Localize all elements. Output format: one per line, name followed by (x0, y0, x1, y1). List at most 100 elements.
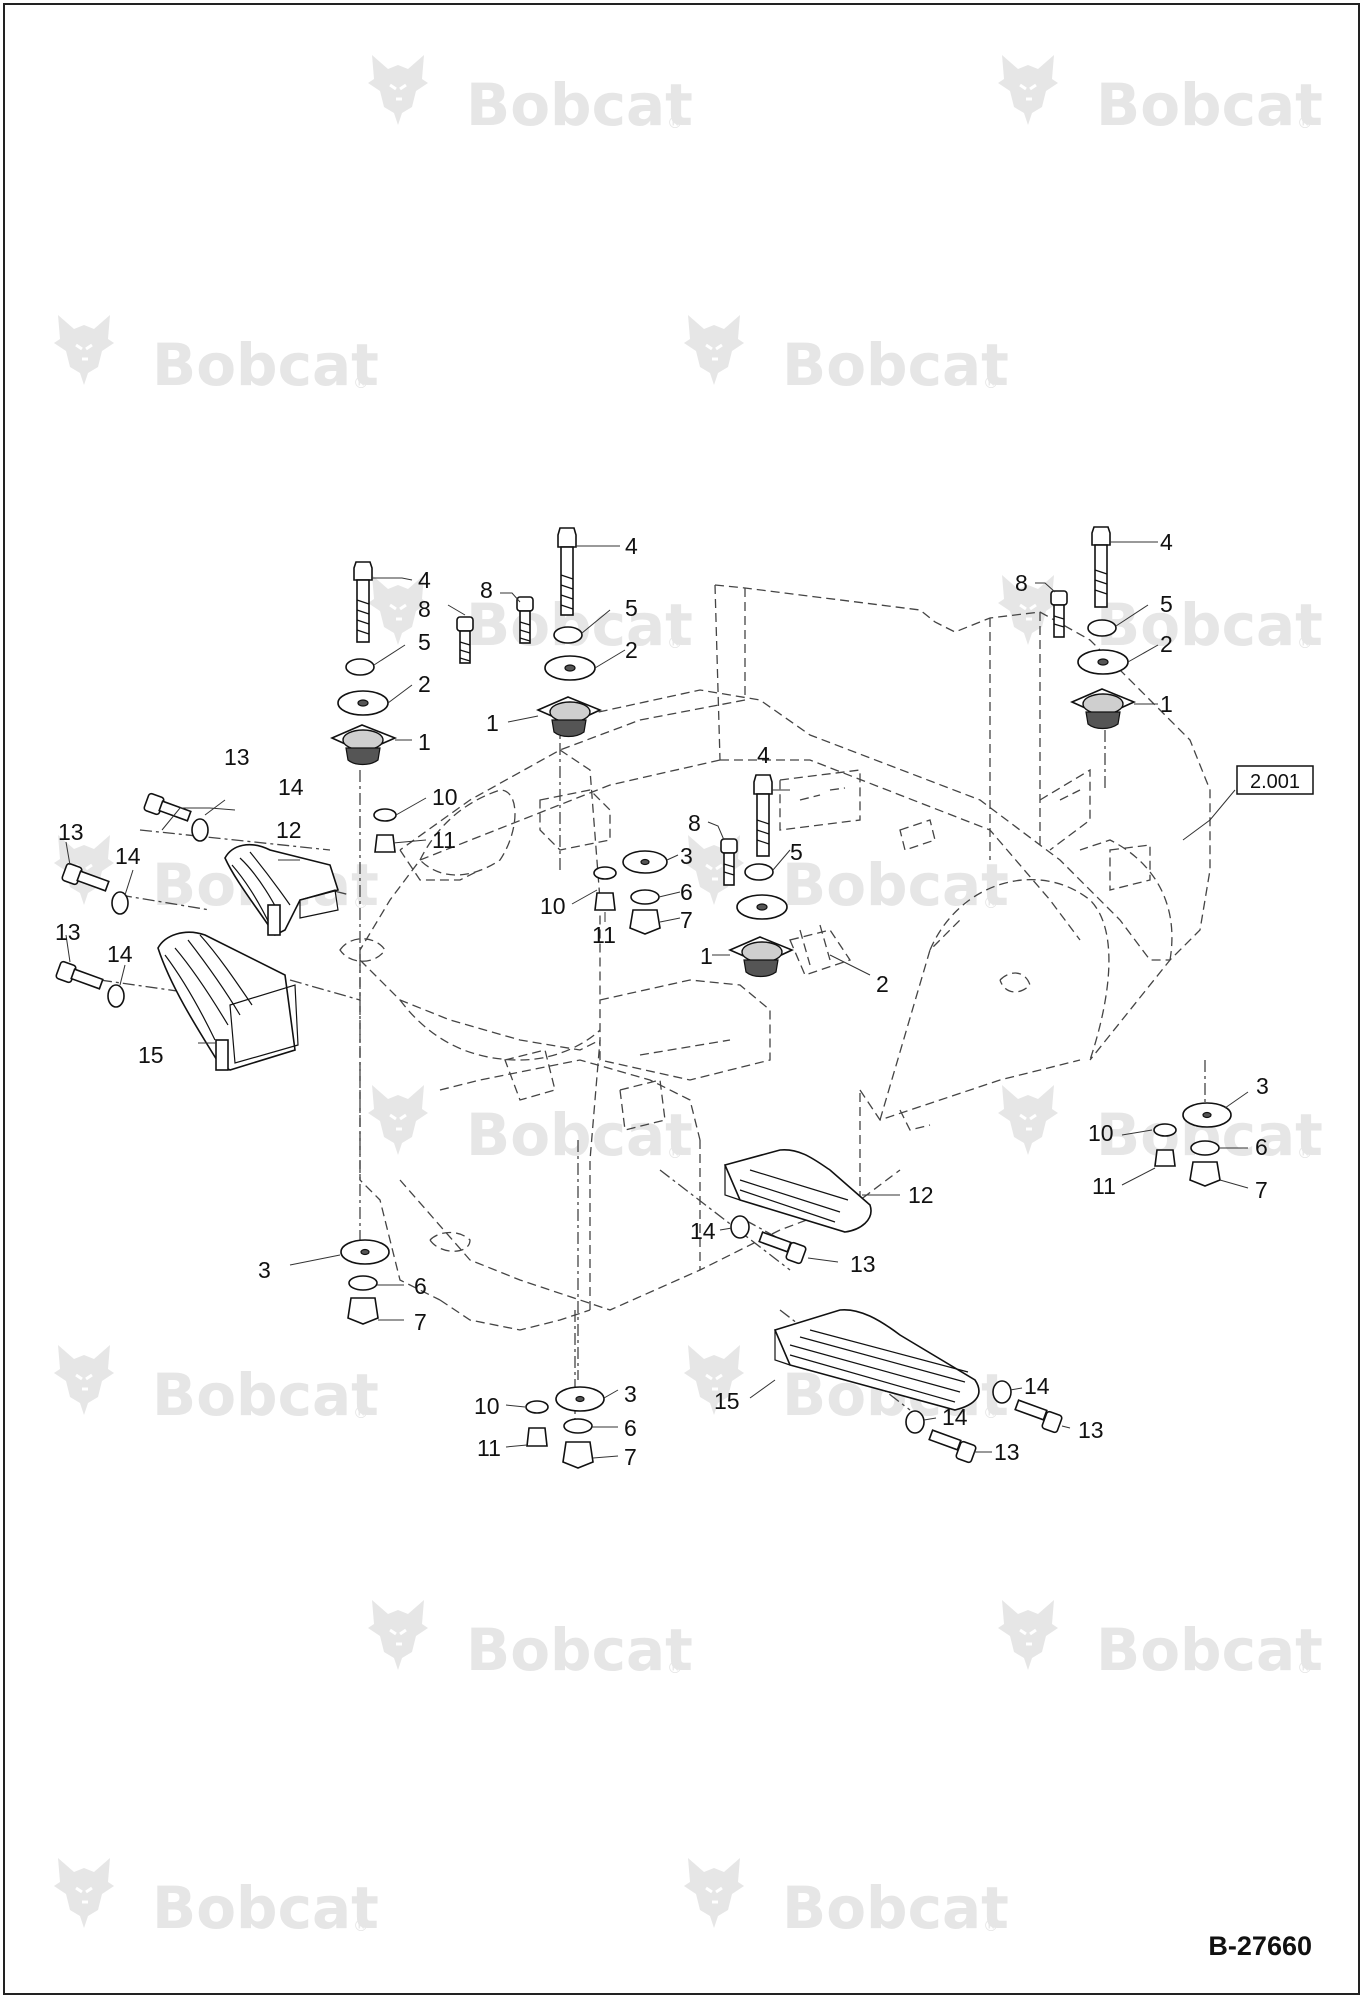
watermark-reg: ® (983, 373, 999, 392)
washer-14 (191, 818, 209, 842)
callout-5: 5 (1160, 591, 1173, 617)
bobcat-logo-icon (682, 1856, 746, 1930)
bobcat-logo-icon (366, 1083, 430, 1157)
bolt-13 (55, 960, 104, 990)
callout-4: 4 (418, 567, 431, 593)
callout-11: 11 (1092, 1173, 1116, 1199)
bolts-13-left (55, 792, 209, 1008)
callout-10: 10 (540, 893, 566, 919)
washer-5 (345, 658, 375, 676)
washer-14 (111, 891, 129, 915)
watermark-text: Bobcat (782, 851, 1009, 919)
callout-12: 12 (908, 1182, 934, 1208)
bolt-13 (758, 1231, 807, 1265)
bobcat-logo-icon (996, 1083, 1060, 1157)
callout-11: 11 (592, 922, 616, 948)
callout-10: 10 (432, 784, 458, 810)
mount-1 (535, 696, 603, 738)
washer-5 (553, 626, 583, 644)
watermark-reg: ® (667, 113, 683, 132)
washer-5 (744, 863, 774, 881)
callout-8: 8 (688, 810, 701, 836)
watermark-text: Bobcat (1096, 71, 1323, 139)
bobcat-logo-icon (996, 573, 1060, 647)
callout-4: 4 (1160, 529, 1173, 555)
callout-13: 13 (224, 744, 250, 770)
bobcat-logo-icon (52, 1343, 116, 1417)
watermark-row-2: Bobcat ® Bobcat ® (52, 313, 1009, 399)
step-12-left (224, 843, 340, 937)
callout-3: 3 (624, 1381, 637, 1407)
washer-5 (1087, 619, 1117, 637)
leader-lines (65, 541, 1249, 1459)
callout-labels: 4 8 5 2 1 10 11 4 8 5 2 1 4 8 5 2 1 4 8 … (55, 529, 1269, 1470)
bolt-4 (557, 527, 577, 616)
nut-11 (526, 1427, 548, 1447)
bolt-13 (143, 792, 192, 822)
bobcat-logo-icon (366, 53, 430, 127)
watermark-reg: ® (983, 893, 999, 912)
watermark-row-8: Bobcat ® Bobcat ® (52, 1856, 1009, 1942)
watermark-reg: ® (353, 373, 369, 392)
reference-box: 2.001 (1236, 765, 1314, 795)
callout-8: 8 (1015, 570, 1028, 596)
step-15-right (773, 1309, 980, 1411)
mount-stack-center-top (516, 527, 603, 738)
watermark-text: Bobcat (466, 1616, 693, 1684)
watermark-reg: ® (1297, 1658, 1313, 1677)
callout-15: 15 (714, 1388, 740, 1414)
watermark-text: Bobcat (782, 1874, 1009, 1942)
watermark-text: Bobcat (466, 71, 693, 139)
lower-stack-bottom (525, 1386, 605, 1469)
bolt-4 (353, 561, 373, 643)
callout-10: 10 (474, 1393, 500, 1419)
watermark-reg: ® (983, 1916, 999, 1935)
callout-6: 6 (624, 1415, 637, 1441)
callout-3: 3 (1256, 1073, 1269, 1099)
bolt-8 (720, 838, 738, 886)
watermark-reg: ® (1297, 113, 1313, 132)
watermark-reg: ® (1297, 1143, 1313, 1162)
washer-6 (630, 889, 660, 905)
callout-11: 11 (477, 1435, 501, 1461)
drawing-number: B-27660 (1208, 1931, 1312, 1961)
bobcat-logo-icon (52, 833, 116, 907)
washer-6 (563, 1418, 593, 1434)
callout-13: 13 (58, 819, 84, 845)
mount-1 (1070, 688, 1137, 730)
bobcat-logo-icon (682, 313, 746, 387)
bolt-8 (456, 616, 474, 664)
callout-13: 13 (850, 1251, 876, 1277)
watermark-row-5: Bobcat ® Bobcat ® (366, 1083, 1323, 1169)
watermark-text: Bobcat (1096, 591, 1323, 659)
watermark-row-4: Bobcat ® Bobcat ® (52, 833, 1009, 919)
nut-7 (347, 1297, 379, 1325)
callout-14: 14 (942, 1404, 968, 1430)
watermark-row-7: Bobcat ® Bobcat ® (366, 1598, 1323, 1684)
watermark-text: Bobcat (782, 331, 1009, 399)
washer-14 (992, 1380, 1012, 1404)
center-lines (99, 720, 1206, 1430)
nut-7 (1189, 1161, 1221, 1187)
mount-stack-right (1050, 526, 1137, 730)
callout-14: 14 (278, 774, 304, 800)
callout-2: 2 (1160, 631, 1173, 657)
washer-14 (730, 1215, 750, 1239)
watermark-reg: ® (983, 1403, 999, 1422)
callout-1: 1 (486, 710, 499, 736)
watermark-reg: ® (353, 1916, 369, 1935)
callout-8: 8 (480, 577, 493, 603)
watermark-row-1: Bobcat ® Bobcat ® (366, 53, 1323, 139)
callout-6: 6 (680, 879, 693, 905)
washer-14 (107, 984, 125, 1008)
mount-1 (330, 724, 398, 766)
mount-stack-left (330, 561, 474, 853)
callout-13: 13 (994, 1439, 1020, 1465)
callout-11: 11 (432, 827, 456, 853)
callout-6: 6 (414, 1273, 427, 1299)
washer-10 (525, 1400, 549, 1414)
callout-14: 14 (1024, 1373, 1050, 1399)
callout-5: 5 (625, 595, 638, 621)
